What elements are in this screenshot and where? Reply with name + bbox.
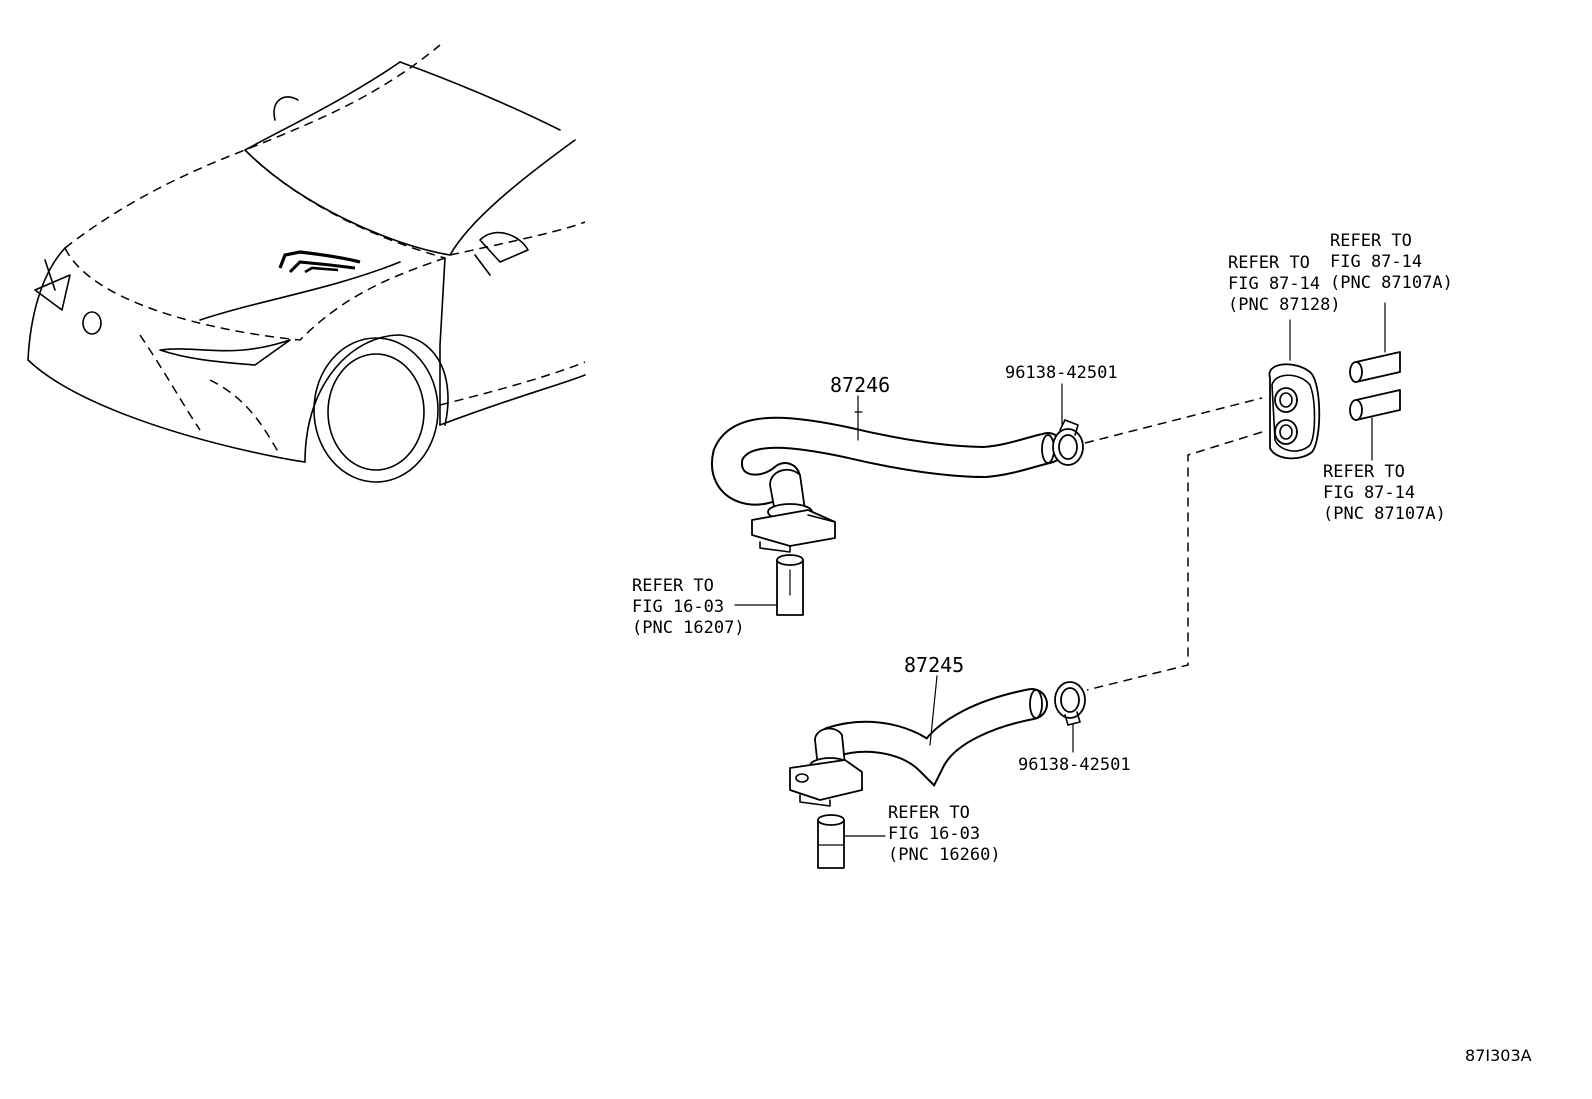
part-number-87246: 87246 — [830, 373, 890, 397]
pipe-87107a-upper: REFER TO FIG 87-14 (PNC 87107A) — [1330, 231, 1453, 383]
pipe-stub-16207: REFER TO FIG 16-03 (PNC 16207) — [632, 554, 804, 638]
ref-label-line-2: FIG 87-14 — [1228, 274, 1320, 294]
vehicle-illustration — [27, 44, 586, 483]
pipe-stub-16260: REFER TO FIG 16-03 (PNC 16260) — [817, 803, 1001, 869]
hose-87245: 87245 — [789, 653, 1048, 807]
ref-label-line-2: FIG 16-03 — [632, 597, 724, 617]
ref-label-line-1: REFER TO — [888, 803, 970, 823]
hose-87246: 87246 — [711, 373, 1064, 553]
ref-label-line-3: (PNC 87128) — [1228, 295, 1341, 315]
ref-label-line-1: REFER TO — [1323, 462, 1405, 482]
ref-label-line-3: (PNC 87107A) — [1330, 273, 1453, 293]
diagram-code: 87I303A — [1465, 1046, 1532, 1065]
clamp-upper: 96138-42501 — [1005, 363, 1118, 466]
ref-label-line-2: FIG 87-14 — [1323, 483, 1415, 503]
ref-label-line-1: REFER TO — [632, 576, 714, 596]
ref-label-line-1: REFER TO — [1330, 231, 1412, 251]
ref-label-line-1: REFER TO — [1228, 253, 1310, 273]
clamp-lower: 96138-42501 — [1018, 681, 1131, 775]
ref-label-line-3: (PNC 16260) — [888, 845, 1001, 865]
connection-lines — [1084, 397, 1263, 691]
ref-label-line-3: (PNC 16207) — [632, 618, 745, 638]
part-number-87245: 87245 — [904, 653, 964, 677]
part-number-96138-upper: 96138-42501 — [1005, 363, 1118, 383]
ref-label-line-2: FIG 87-14 — [1330, 252, 1422, 272]
part-number-96138-lower: 96138-42501 — [1018, 755, 1131, 775]
ref-label-line-2: FIG 16-03 — [888, 824, 980, 844]
grommet-87128: REFER TO FIG 87-14 (PNC 87128) — [1228, 253, 1341, 460]
ref-label-line-3: (PNC 87107A) — [1323, 504, 1446, 524]
pipe-87107a-lower: REFER TO FIG 87-14 (PNC 87107A) — [1323, 389, 1446, 524]
